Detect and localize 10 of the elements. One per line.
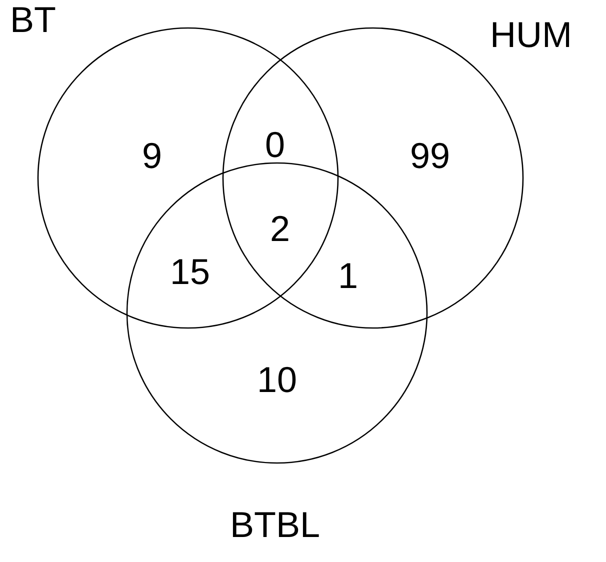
region-count: 1: [338, 256, 358, 296]
region-count: 9: [142, 136, 162, 176]
region-count: 99: [410, 136, 450, 176]
set-label: BT: [10, 0, 56, 40]
region-count: 10: [256, 360, 298, 400]
region-count: 0: [264, 125, 286, 165]
region-count: 2: [270, 209, 290, 249]
region-count: 15: [170, 252, 210, 292]
set-label: BTBL: [230, 505, 320, 545]
set-label: HUM: [490, 15, 572, 55]
